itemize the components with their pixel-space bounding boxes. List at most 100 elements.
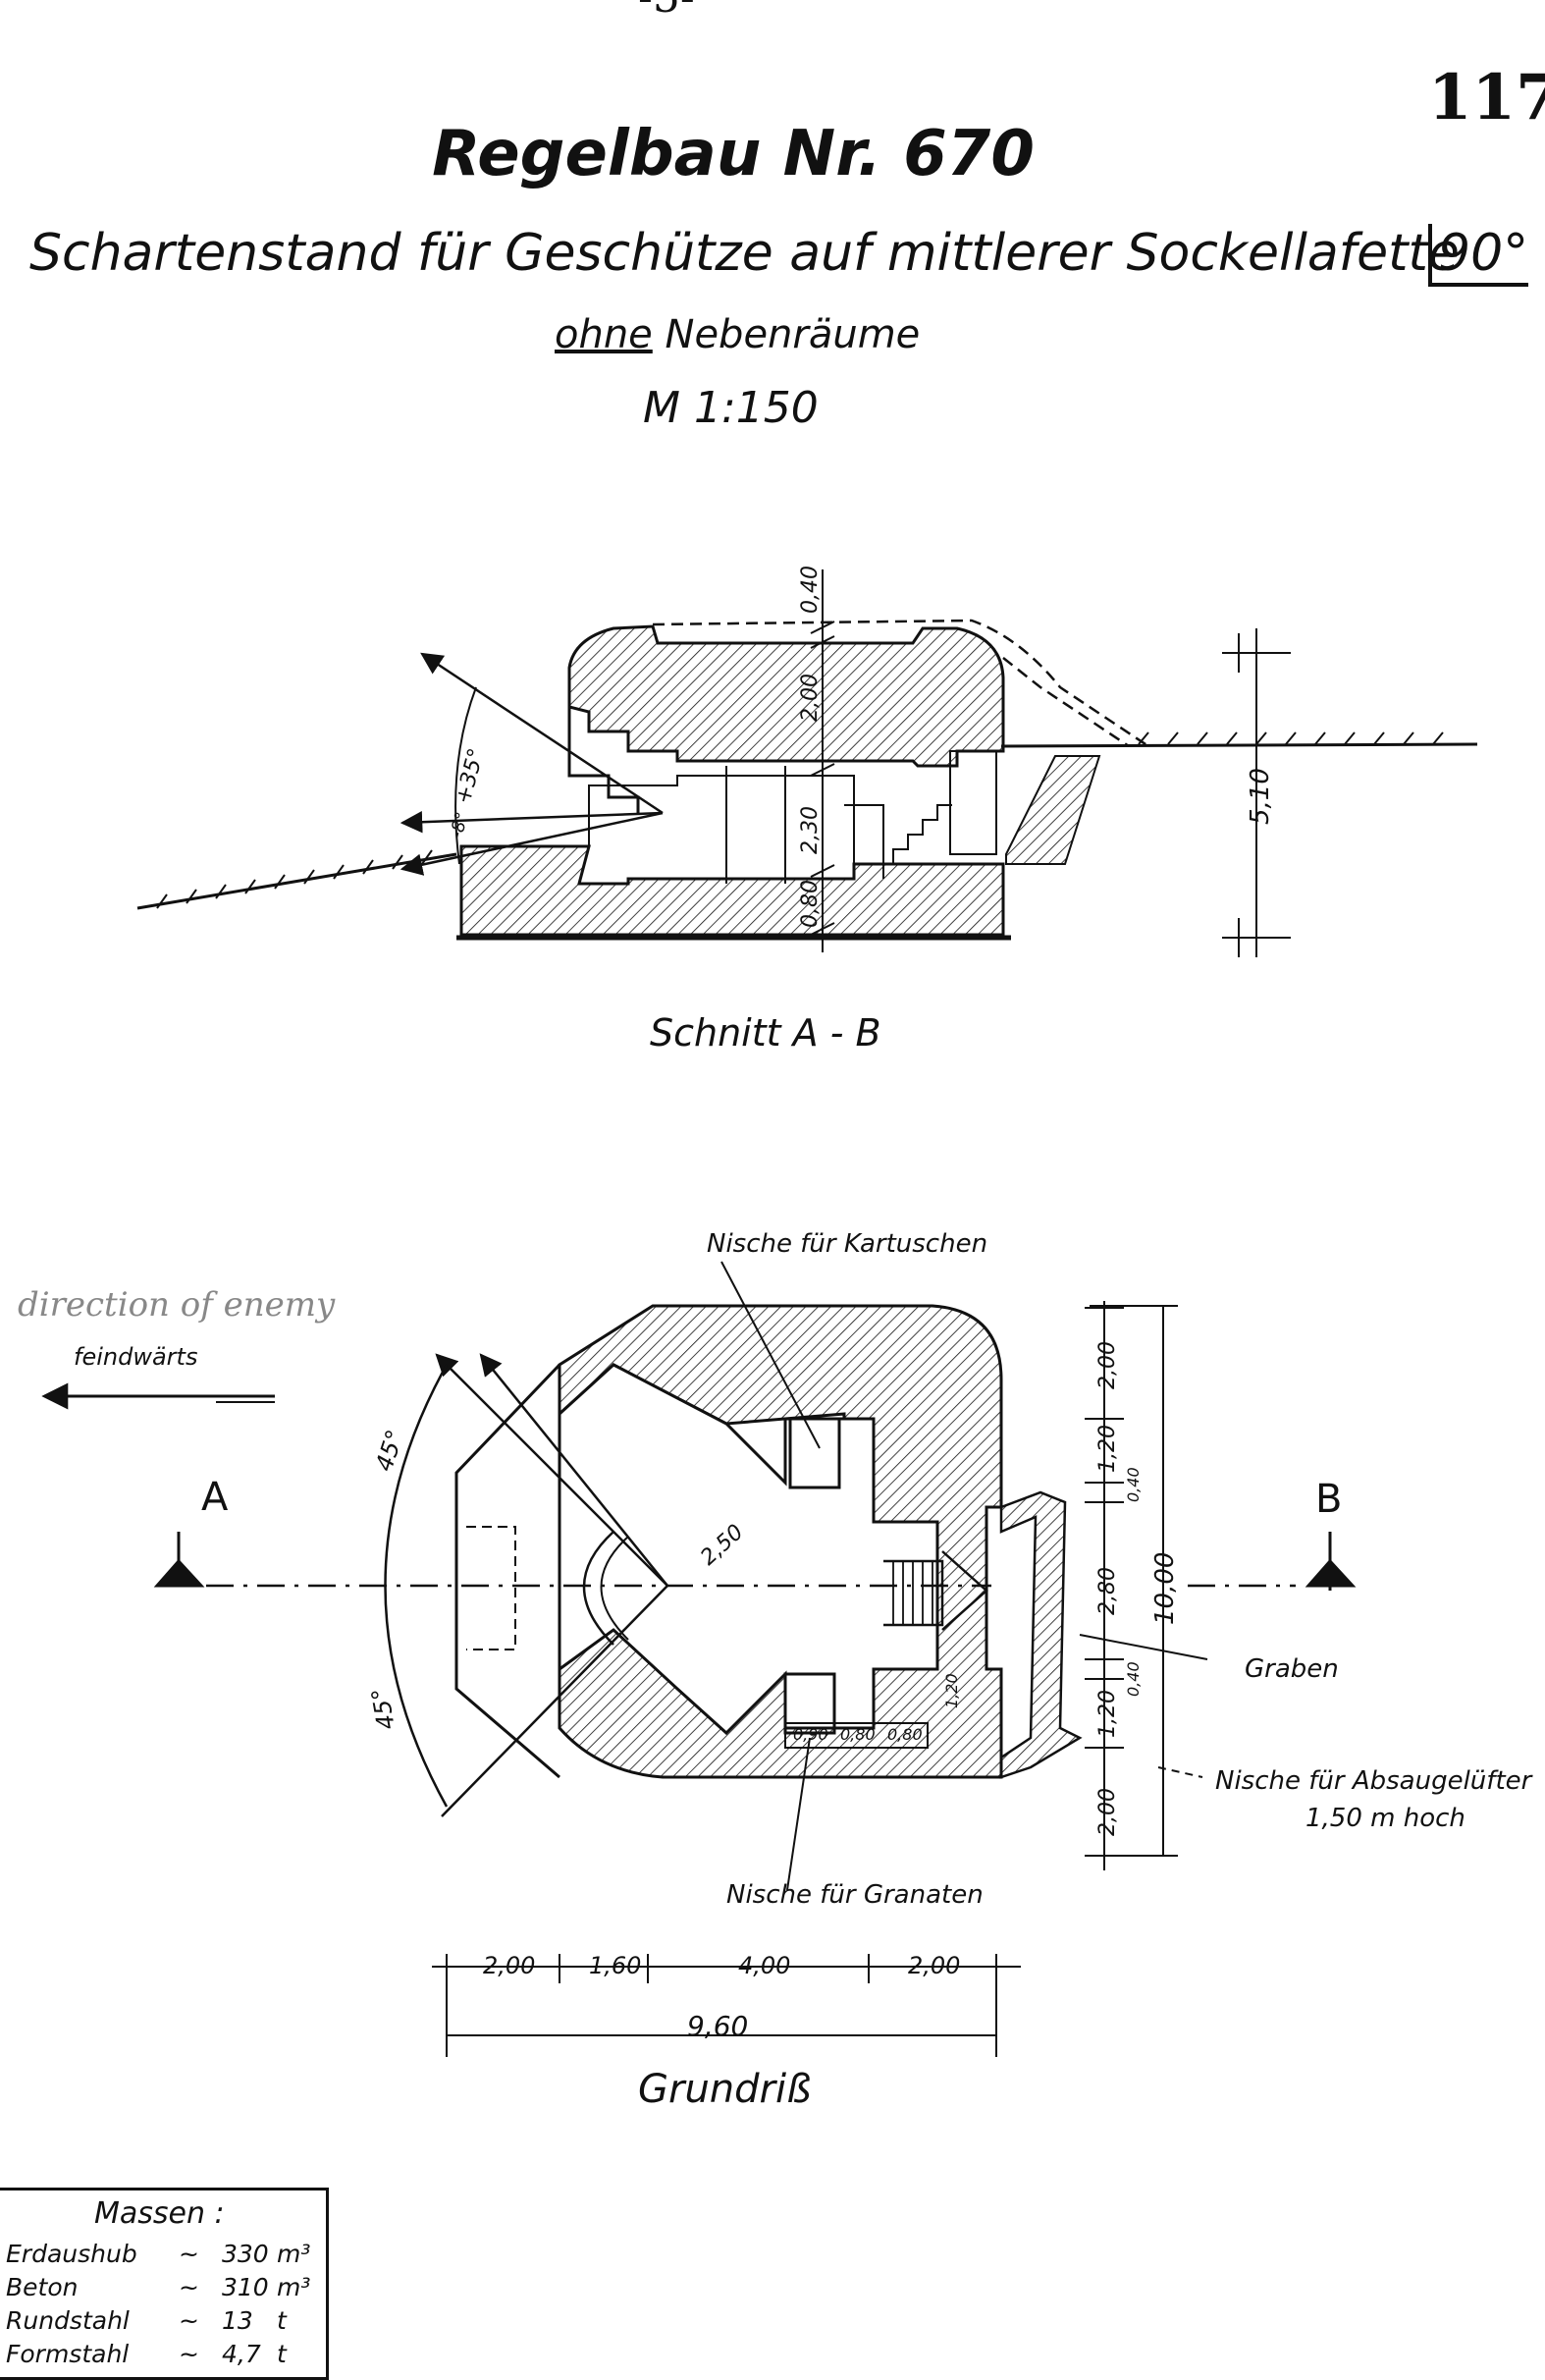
page-number: -5- <box>638 0 695 23</box>
section-view <box>136 569 1478 957</box>
inner-dim-4: 1,20 <box>942 1673 961 1708</box>
drawing-title: Regelbau Nr. 670 <box>432 118 1035 190</box>
earth-cover-2 <box>1002 657 1130 748</box>
direction-label: feindwärts <box>74 1343 197 1371</box>
quantity-unit: m³ <box>277 2273 311 2301</box>
quantity-name: Erdaushub <box>6 2240 137 2268</box>
gun-traverse-arc <box>582 1531 614 1646</box>
ground-line-right <box>1000 742 1478 748</box>
rear-wall <box>949 750 997 855</box>
handwritten-note: direction of enemy <box>18 1285 336 1325</box>
interior-room <box>588 775 855 864</box>
trench <box>999 1490 1083 1779</box>
bottom-dim-total: 9,60 <box>687 2010 748 2042</box>
quantities-title: Massen : <box>94 2196 225 2231</box>
quantities-table: Massen : Erdaushub ~ 330 m³ Beton ~ 310 … <box>0 2188 329 2380</box>
leader-fan <box>1157 1766 1203 1778</box>
bottom-dim-1: 2,00 <box>483 1952 535 1979</box>
subtitle-note: ohne Nebenräume <box>555 312 920 357</box>
quantity-tilde: ~ <box>179 2306 199 2335</box>
label-niche-fan-height: 1,50 m hoch <box>1305 1804 1465 1833</box>
drawing-scale: M 1:150 <box>643 383 819 433</box>
note-underlined: ohne <box>555 312 653 357</box>
interior-door <box>844 804 884 879</box>
quantity-name: Rundstahl <box>6 2306 130 2335</box>
bottom-dim-2: 1,60 <box>589 1952 641 1979</box>
label-niche-cartridges: Nische für Kartuschen <box>707 1229 987 1259</box>
roof-concrete <box>567 624 1005 768</box>
sheet-number: 117 <box>1428 61 1545 135</box>
floor-concrete <box>459 844 1005 937</box>
dim-room: 2,30 <box>798 806 823 854</box>
shells-niche <box>783 1672 836 1735</box>
dim-angle-down: -8° <box>447 810 473 840</box>
bottom-dim-4: 2,00 <box>908 1952 960 1979</box>
inner-dim-2: 0,80 <box>840 1725 876 1744</box>
cartridge-niche <box>788 1417 841 1489</box>
dim-ticks-bottom <box>446 1954 997 1983</box>
label-niche-shells: Nische für Granaten <box>726 1880 984 1910</box>
quantity-name: Formstahl <box>6 2340 130 2368</box>
plan-right-dims: 2,00 1,20 0,40 2,80 0,40 1,20 2,00 10,00… <box>793 1341 1180 1836</box>
quantity-value: 4,7 <box>222 2340 261 2368</box>
bottom-dim-3: 4,00 <box>738 1952 790 1979</box>
dim-roof-top: 0,40 <box>798 566 823 614</box>
quantity-unit: t <box>277 2306 287 2335</box>
dim-total-height: 5,10 <box>1246 768 1275 825</box>
marker-b-label: B <box>1315 1477 1342 1522</box>
embrasure-inner-dashed <box>466 1526 516 1650</box>
quantity-unit: t <box>277 2340 287 2368</box>
right-dim-6: 1,20 <box>1095 1690 1120 1738</box>
angle-lower: 45° <box>366 1686 400 1732</box>
dim-floor: 0,80 <box>798 880 823 928</box>
fire-sector-upper-2 <box>479 1353 668 1587</box>
note-rest: Nebenräume <box>665 312 921 357</box>
quantity-name: Beton <box>6 2273 79 2301</box>
quantity-value: 330 <box>222 2240 269 2268</box>
plan-caption: Grundriß <box>638 2067 812 2112</box>
ground-line-left <box>136 852 457 910</box>
dim-roof: 2,00 <box>798 674 823 722</box>
right-dim-4: 2,80 <box>1095 1567 1120 1615</box>
ground-ticks <box>156 731 1444 909</box>
dim-ticks-right <box>1085 1307 1124 1857</box>
right-dim-2: 1,20 <box>1095 1425 1120 1473</box>
fire-line-down <box>400 811 664 876</box>
right-dim-3: 0,40 <box>1124 1467 1143 1502</box>
earth-cover <box>652 619 1149 748</box>
quantity-tilde: ~ <box>179 2240 199 2268</box>
marker-a-label: A <box>201 1475 229 1520</box>
leader-cartridges <box>720 1261 821 1449</box>
fire-line-up <box>420 652 664 815</box>
dim-angle-up: +35° <box>452 746 490 807</box>
total-height-ticks <box>1222 633 1291 957</box>
rear-stairs <box>892 1561 933 1625</box>
plan-labels: direction of enemy feindwärts A B Nische… <box>18 1229 1534 1910</box>
leader-ditch <box>1079 1634 1208 1660</box>
inner-dim-3: 0,80 <box>887 1725 923 1744</box>
fire-sector-lower <box>441 1585 668 1817</box>
drawing-subtitle: Schartenstand für Geschütze auf mittlere… <box>29 224 1460 283</box>
fire-line-flat <box>400 810 664 834</box>
leader-shells <box>786 1737 811 1891</box>
shells-niche-racks <box>784 1722 929 1749</box>
label-niche-fan: Nische für Absaugelüfter <box>1215 1766 1534 1796</box>
dim-ticks <box>810 621 835 936</box>
interior-stairs <box>892 804 952 864</box>
quantity-value: 13 <box>222 2306 253 2335</box>
right-dim-5: 0,40 <box>1124 1661 1143 1697</box>
rear-door <box>941 1550 988 1631</box>
fire-arc <box>384 1364 449 1808</box>
quantity-tilde: ~ <box>179 2340 199 2368</box>
right-dim-1: 2,00 <box>1095 1341 1120 1389</box>
embrasure-outline <box>454 1363 561 1779</box>
fire-sector-upper <box>435 1353 668 1587</box>
quantity-tilde: ~ <box>179 2273 199 2301</box>
label-ditch: Graben <box>1245 1654 1339 1684</box>
angle-arc <box>454 686 477 865</box>
quantity-value: 310 <box>222 2273 269 2301</box>
plan-gun-room <box>558 1363 939 1736</box>
section-caption: Schnitt A - B <box>650 1011 881 1055</box>
quantity-unit: m³ <box>277 2240 311 2268</box>
